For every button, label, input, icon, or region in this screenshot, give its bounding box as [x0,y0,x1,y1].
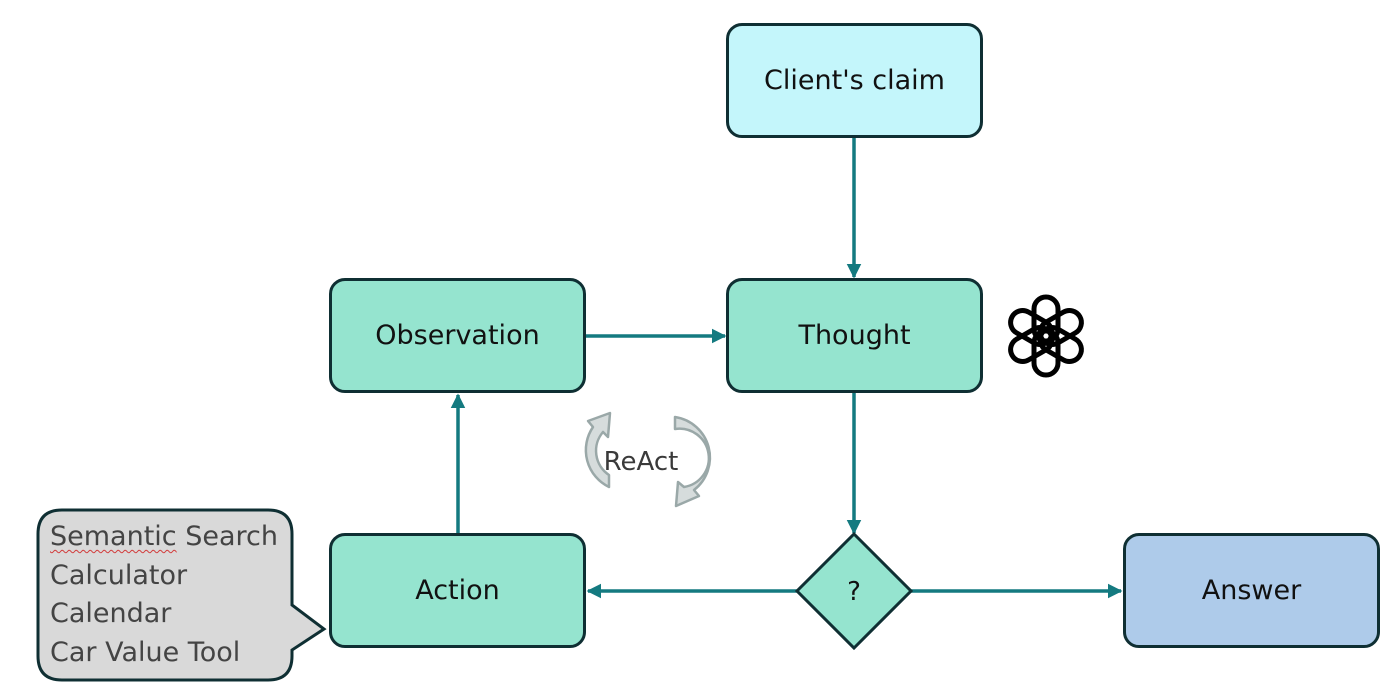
tool-item: Calculator [50,557,290,596]
node-observation: Observation [329,278,586,393]
node-answer: Answer [1123,533,1380,648]
tool-item-rest: Search [176,521,278,552]
node-observation-label: Observation [375,320,540,351]
node-thought-label: Thought [798,320,911,351]
decision-label: ? [847,577,861,607]
node-action-label: Action [415,575,500,606]
node-action: Action [329,533,586,648]
tools-callout-bubble [36,508,327,682]
node-answer-label: Answer [1201,575,1302,606]
tool-item: Calendar [50,595,290,634]
tool-item-first-word: Car Value Tool [50,636,241,668]
decision-diamond [794,531,914,651]
tool-item-first-word: Calendar [50,598,172,629]
openai-logo-icon [1008,294,1084,378]
cycle-arrow-left [584,411,612,489]
node-thought: Thought [726,278,983,393]
tools-list: Semantic Search Calculator Calendar Car … [50,518,290,672]
node-clients-claim: Client's claim [726,23,983,138]
node-clients-claim-label: Client's claim [764,65,945,96]
tool-item: Semantic Search [50,518,290,557]
tool-item-first-word: Calculator [50,559,188,591]
cycle-arrows-icon [584,411,712,508]
tool-item: Car Value Tool [50,634,290,673]
cycle-arrow-right [673,415,712,508]
react-label: ReAct [604,447,679,477]
tool-item-first-word: Semantic [50,521,177,552]
